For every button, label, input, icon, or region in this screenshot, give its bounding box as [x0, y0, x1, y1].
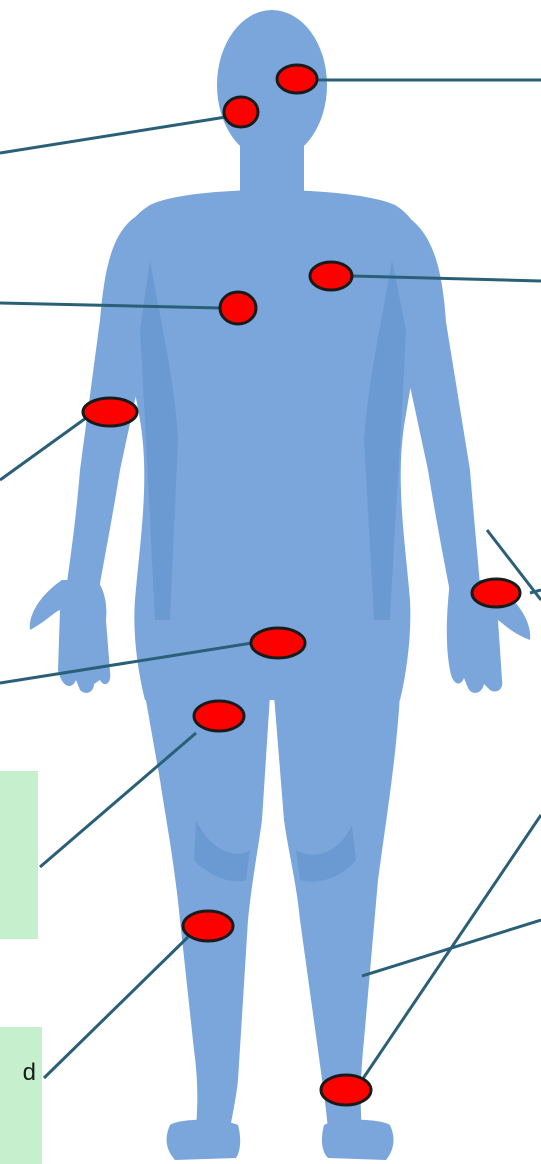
connector-line-face: [0, 117, 226, 153]
label-box-text: d: [23, 1059, 36, 1087]
marker-shin-left: [183, 911, 233, 941]
marker-chest-left: [220, 292, 256, 324]
connector-line-left-arm: [0, 418, 86, 480]
label-box: d: [0, 1027, 42, 1164]
marker-chest-right: [310, 262, 352, 290]
marker-right-wrist: [472, 579, 520, 607]
label-box: [0, 771, 38, 939]
body-silhouette: [30, 10, 530, 1160]
marker-head: [277, 65, 317, 93]
marker-face: [224, 97, 258, 127]
marker-left-arm: [83, 398, 137, 426]
marker-thigh: [194, 701, 244, 731]
connector-line-shin-right: [362, 920, 541, 976]
connector-line-right-wrist-b: [530, 590, 541, 593]
marker-ankle-right: [321, 1075, 371, 1105]
marker-groin: [251, 628, 305, 658]
connector-line-shin-left: [44, 937, 188, 1078]
